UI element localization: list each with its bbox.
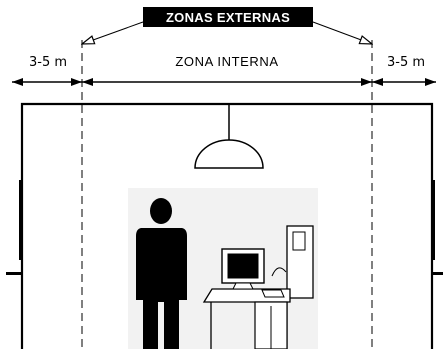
external-zones-label: ZONAS EXTERNAS xyxy=(166,10,290,25)
ceiling-lamp-icon xyxy=(194,104,264,169)
external-zones-label-box xyxy=(143,7,313,27)
left-distance-label: 3-5 m xyxy=(29,55,67,70)
external-zones-label-group: ZONAS EXTERNAS xyxy=(143,7,313,27)
right-wall-door-marker xyxy=(431,180,435,260)
right-distance-label: 3-5 m xyxy=(387,55,425,70)
external-zone-arrow-left xyxy=(82,21,144,44)
left-wall-ground-stub xyxy=(6,272,23,275)
internal-zone-label: ZONA INTERNA xyxy=(175,54,278,69)
external-zone-arrow-right xyxy=(312,21,372,44)
left-wall-door-marker xyxy=(19,180,23,260)
computer-workstation-icon xyxy=(202,225,314,349)
right-wall-ground-stub xyxy=(431,272,443,275)
person-silhouette-icon xyxy=(136,198,187,349)
